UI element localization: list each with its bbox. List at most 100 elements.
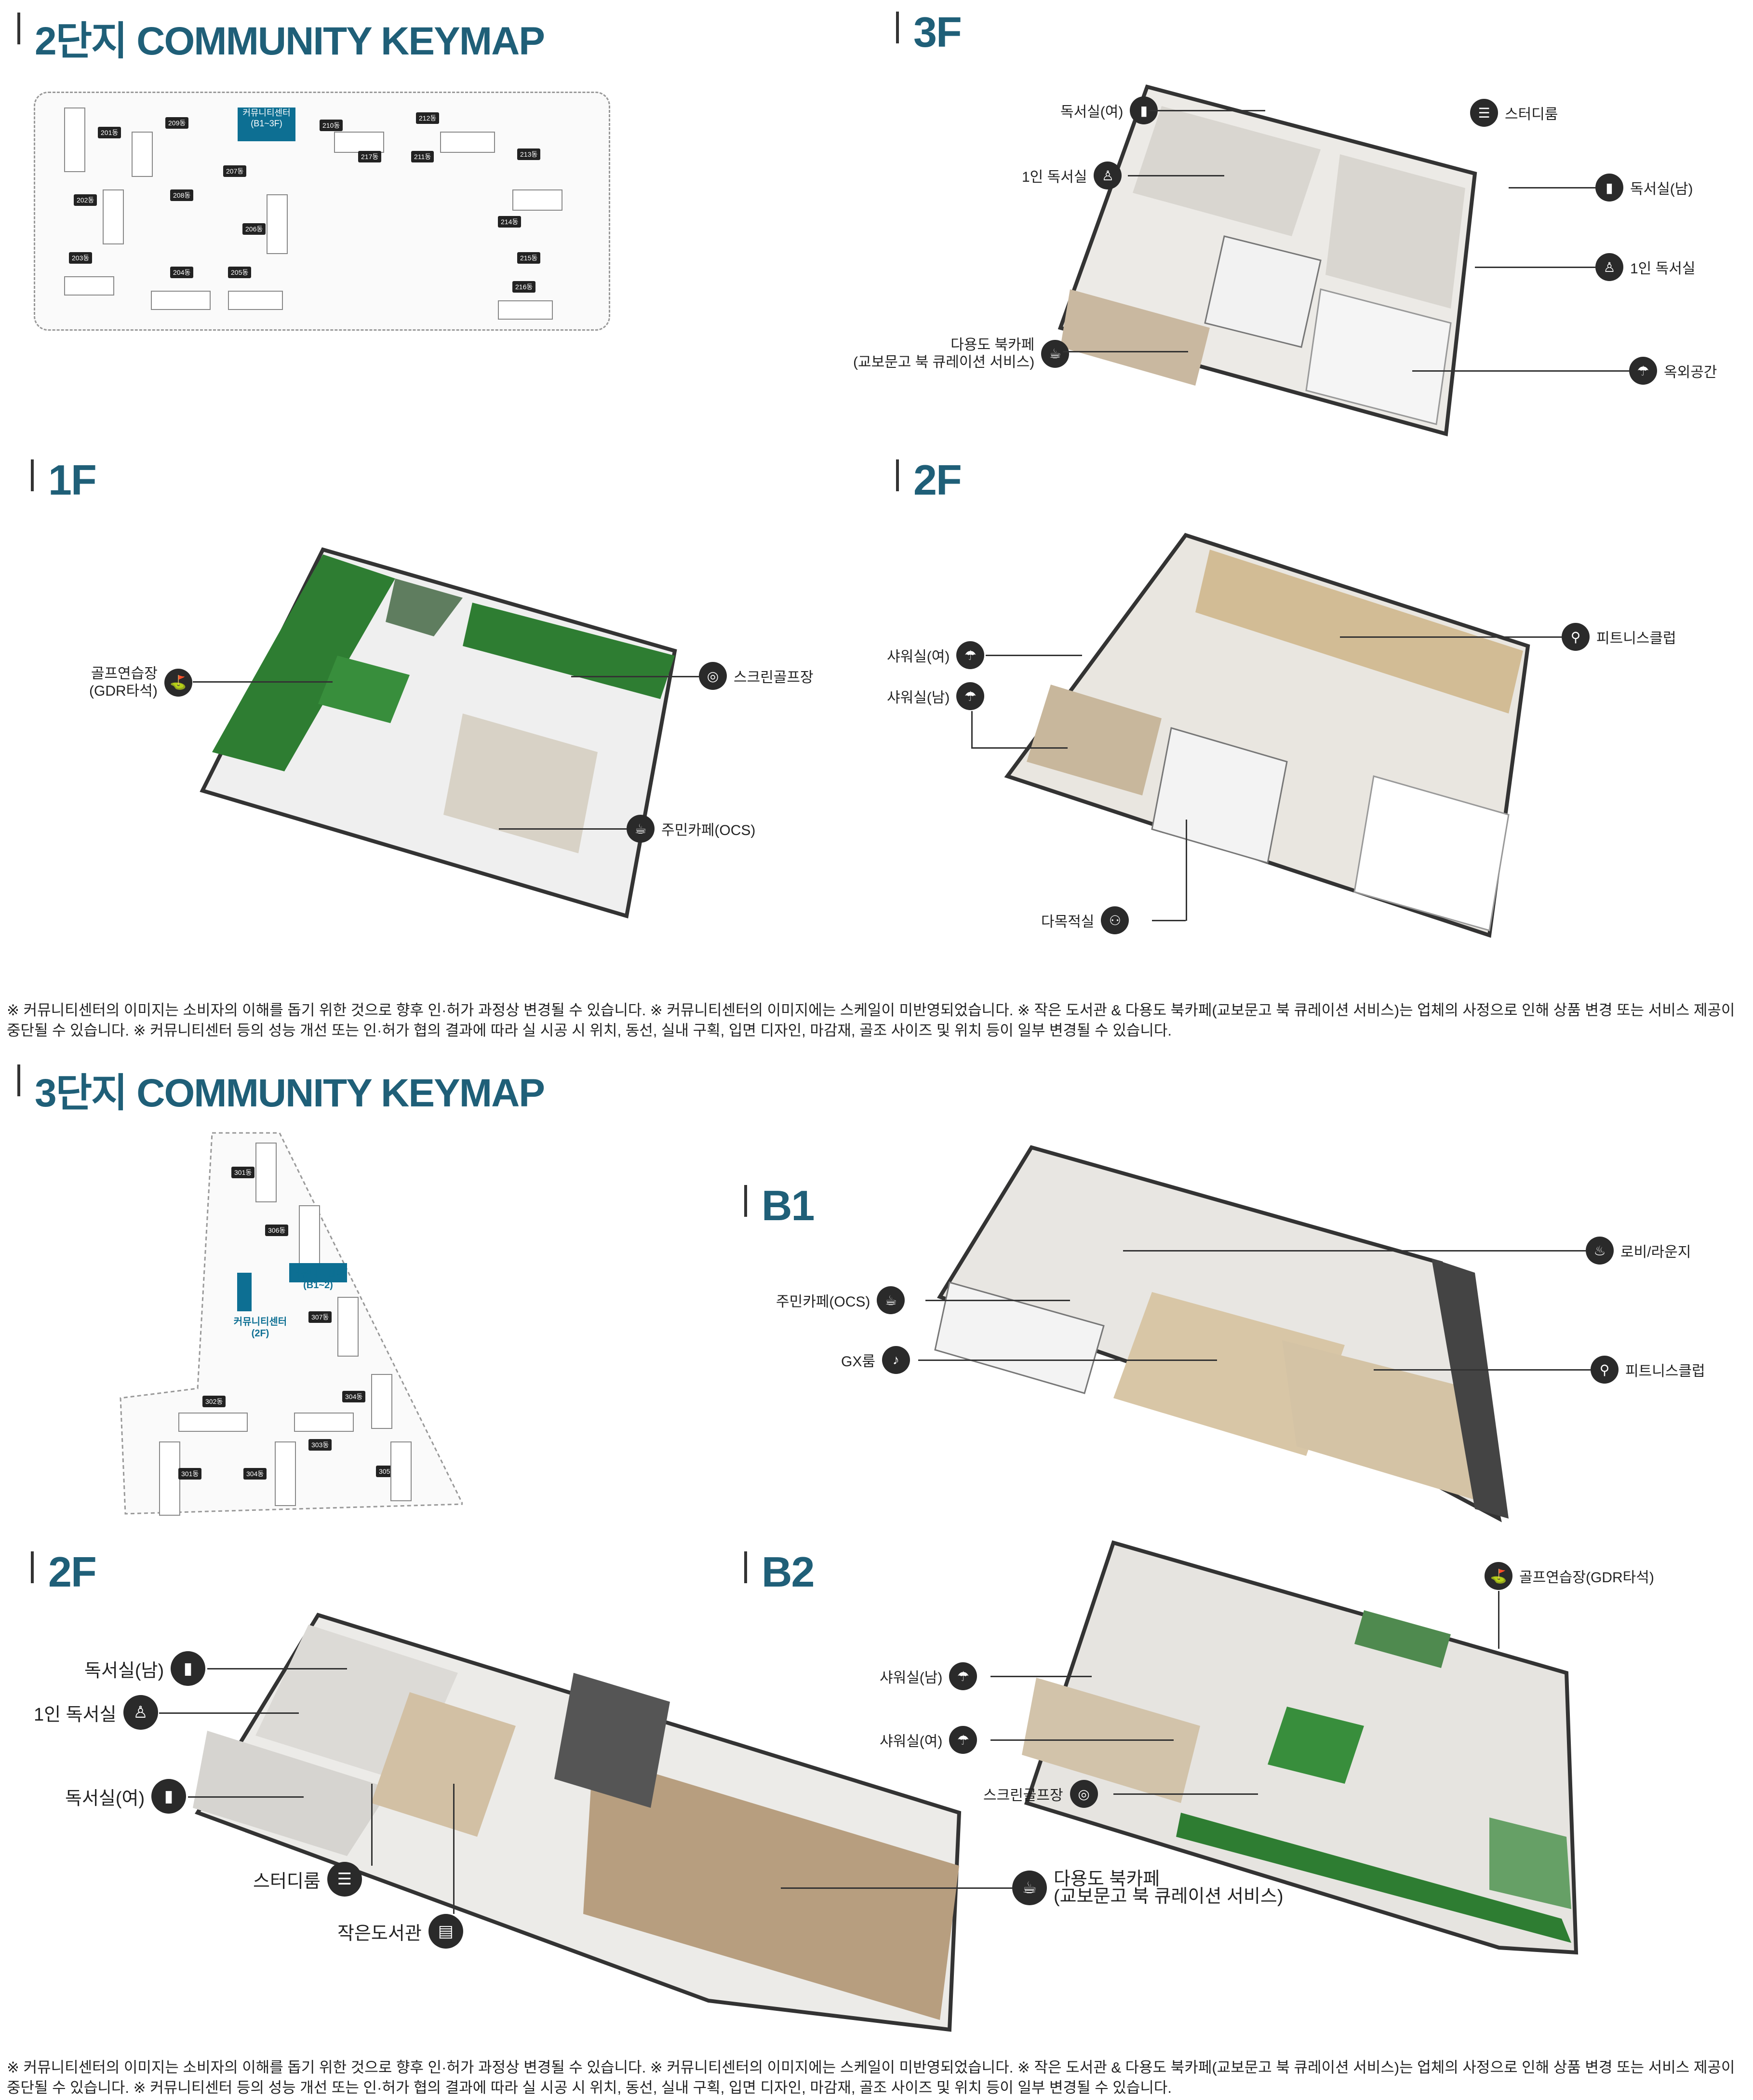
building-label: 214동: [498, 216, 522, 228]
building-label: 202동: [74, 194, 97, 206]
outdoor-icon: ☂: [1629, 357, 1657, 385]
desk-icon: ♙: [123, 1695, 158, 1730]
golf-icon: ⛳: [164, 669, 192, 697]
shower-icon: ☂: [956, 682, 985, 710]
gx-icon: ♪: [882, 1346, 910, 1374]
building-label: 205동: [228, 267, 252, 278]
building-label: 208동: [170, 189, 194, 201]
label-single-reading-room-2: ♙1인 독서실: [1595, 253, 1695, 281]
building-label: 207동: [223, 165, 247, 177]
desk-icon: ♙: [1595, 253, 1623, 281]
label-reading-room-women: 독서실(여)▮: [1060, 96, 1158, 124]
label-shower-men-b2: 샤워실(남)☂: [880, 1662, 977, 1690]
community-center-label-b1: 커뮤니티센터 (B1~2): [291, 1268, 345, 1291]
library-icon: ▤: [428, 1914, 463, 1949]
label-reading-room-men: ▮독서실(남): [1595, 174, 1693, 202]
building-label: 217동: [358, 151, 382, 162]
building-label: 201동: [98, 127, 121, 138]
label-multipurpose-room: 다목적실⚇: [1041, 906, 1129, 934]
label-study-room: ☰스터디룸: [1470, 99, 1558, 127]
complex3-title: 3단지 COMMUNITY KEYMAP: [17, 1061, 545, 1118]
label-screen-golf: ◎스크린골프장: [699, 662, 814, 690]
complex3-b1-floorplan: [934, 1145, 1509, 1522]
complex2-1f-title: 1F: [31, 456, 97, 505]
screen-golf-icon: ◎: [1070, 1780, 1098, 1808]
complex3-b2-title: B2: [744, 1548, 815, 1597]
complex3-b1-title: B1: [744, 1181, 815, 1230]
building-label: 304동: [342, 1391, 366, 1402]
label-screen-golf-b2: 스크린골프장◎: [983, 1780, 1098, 1808]
cafe-icon: ☕: [627, 815, 655, 843]
building-label: 303동: [308, 1439, 332, 1451]
fitness-icon: ⚲: [1562, 623, 1590, 651]
building-label: 301동: [231, 1167, 255, 1178]
building-label: 302동: [202, 1396, 226, 1407]
label-reading-room-men-c3: 독서실(남)▮: [84, 1651, 206, 1686]
complex2-3f-title: 3F: [896, 8, 962, 57]
label-gx-room: GX룸♪: [841, 1346, 910, 1374]
golf-icon: ⛳: [1485, 1562, 1512, 1590]
label-book-cafe-c3: ☕ 다용도 북카페(교보문고 북 큐레이션 서비스): [1012, 1870, 1284, 1906]
desk-icon: ♙: [1094, 162, 1122, 189]
reading-room-icon: ▮: [1595, 174, 1623, 202]
building-label: 213동: [517, 148, 541, 160]
label-book-cafe: 다용도 북카페(교보문고 북 큐레이션 서비스) ☕: [853, 337, 1070, 371]
label-lobby-lounge: ♨로비/라운지: [1586, 1237, 1691, 1265]
study-icon: ☰: [327, 1862, 362, 1897]
complex2-keymap: 201동 209동 커뮤니티센터 (B1~3F) 210동 212동 207동 …: [34, 92, 610, 331]
label-golf-range-b2: ⛳골프연습장(GDR타석): [1485, 1562, 1654, 1590]
community-center-marker-2f: [237, 1273, 252, 1311]
label-fitness-club-b1: ⚲피트니스클럽: [1591, 1356, 1705, 1384]
shower-icon: ☂: [949, 1662, 977, 1690]
label-shower-men: 샤워실(남)☂: [887, 682, 985, 710]
label-outdoor-space: ☂옥외공간: [1629, 357, 1717, 385]
building-label: 301동: [178, 1468, 202, 1480]
building-label: 215동: [517, 252, 541, 264]
building-label: 204동: [170, 267, 194, 278]
community-center-label-2f: 커뮤니티센터 (2F): [233, 1317, 287, 1339]
label-single-reading-room-c3: 1인 독서실♙: [34, 1695, 158, 1730]
people-icon: ⚇: [1101, 906, 1129, 934]
complex2-3f-floorplan: [1057, 84, 1477, 437]
building-label: 210동: [320, 120, 343, 131]
community-center-marker-b1: [289, 1263, 347, 1282]
label-study-room-c3: 스터디룸☰: [253, 1862, 362, 1897]
complex3-2f-floorplan: [193, 1613, 962, 2032]
complex2-2f-title: 2F: [896, 456, 962, 505]
building-label: 306동: [265, 1225, 289, 1236]
building-label: 209동: [165, 117, 189, 129]
cafe-icon: ☕: [877, 1286, 905, 1314]
label-fitness-club: ⚲피트니스클럽: [1562, 623, 1676, 651]
book-cafe-icon: ☕: [1012, 1871, 1047, 1905]
building-label: 304동: [243, 1468, 267, 1480]
building-label: 206동: [242, 223, 266, 235]
building-label: 211동: [411, 151, 434, 162]
book-cafe-icon: ☕: [1041, 340, 1070, 368]
shower-icon: ☂: [949, 1726, 977, 1754]
lounge-icon: ♨: [1586, 1237, 1614, 1265]
complex3-2f-title: 2F: [31, 1548, 97, 1597]
reading-room-icon: ▮: [171, 1651, 206, 1686]
building-label: 216동: [512, 281, 536, 293]
complex2-disclaimer: ※ 커뮤니티센터의 이미지는 소비자의 이해를 돕기 위한 것으로 향후 인·허…: [7, 1002, 1735, 1039]
complex3-disclaimer: ※ 커뮤니티센터의 이미지는 소비자의 이해를 돕기 위한 것으로 향후 인·허…: [7, 2059, 1735, 2096]
shower-icon: ☂: [956, 641, 985, 669]
complex3-b2-floorplan: [1022, 1540, 1579, 1955]
reading-room-icon: ▮: [151, 1779, 187, 1814]
label-shower-women: 샤워실(여)☂: [887, 641, 985, 669]
label-reading-room-women-c3: 독서실(여)▮: [65, 1779, 187, 1814]
label-golf-range: 골프연습장(GDR타석) ⛳: [89, 665, 192, 700]
building-label: 307동: [308, 1311, 332, 1323]
label-resident-cafe-b1: 주민카페(OCS)☕: [776, 1286, 905, 1314]
label-shower-women-b2: 샤워실(여)☂: [880, 1726, 977, 1754]
label-single-reading-room: 1인 독서실♙: [1022, 162, 1122, 189]
label-small-library: 작은도서관▤: [337, 1914, 463, 1949]
building-label: 212동: [416, 112, 440, 124]
label-resident-cafe: ☕주민카페(OCS): [627, 815, 755, 843]
study-icon: ☰: [1470, 99, 1498, 127]
fitness-icon: ⚲: [1591, 1356, 1619, 1384]
screen-golf-icon: ◎: [699, 662, 727, 690]
complex2-title: 2단지 COMMUNITY KEYMAP: [17, 9, 545, 66]
complex2-2f-floorplan: [1004, 533, 1530, 938]
complex2-1f-floorplan: [200, 547, 677, 919]
